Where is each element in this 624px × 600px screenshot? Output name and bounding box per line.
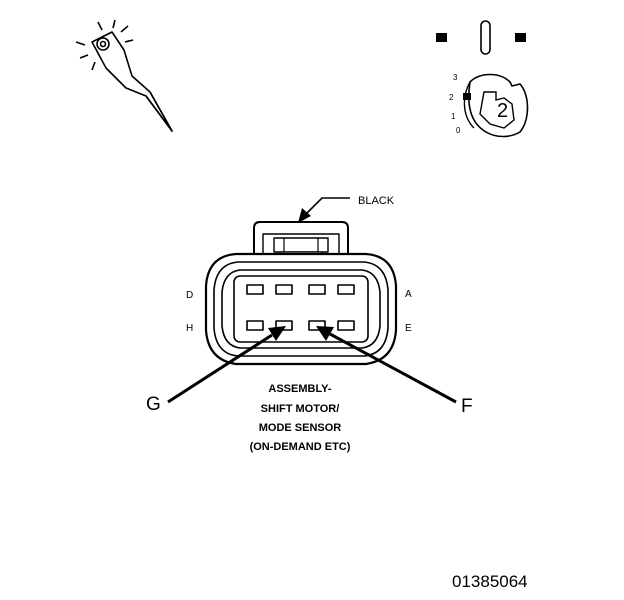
probe-arrow-g xyxy=(167,326,286,404)
pin-label-h: H xyxy=(186,323,193,334)
ignition-position-3: 3 xyxy=(453,73,458,82)
pin-label-d: D xyxy=(186,290,193,301)
pin-cavity-f xyxy=(308,320,326,331)
pin-label-e: E xyxy=(405,323,412,334)
pin-cavity-b xyxy=(308,284,326,295)
connector-face xyxy=(204,221,398,366)
pin-cavity-g xyxy=(275,320,293,331)
pin-cavity-a xyxy=(337,284,355,295)
figure-id: 01385064 xyxy=(452,572,528,591)
ignition-position-0: 0 xyxy=(456,126,461,135)
pin-label-a: A xyxy=(405,289,412,300)
switch-symbol-icon xyxy=(436,20,526,55)
connector-color-label: BLACK xyxy=(358,195,395,207)
callout-g: G xyxy=(146,394,161,415)
test-probe-icon xyxy=(75,19,173,132)
ignition-position-2: 2 xyxy=(449,93,454,102)
callout-f: F xyxy=(461,396,473,417)
component-title: ASSEMBLY- SHIFT MOTOR/ MODE SENSOR (ON-D… xyxy=(250,383,351,453)
pin-cavity-c xyxy=(275,284,293,295)
pin-cavity-d xyxy=(246,284,264,295)
key-position-number: 2 xyxy=(497,100,508,122)
ignition-key-icon: 2 3 2 1 0 xyxy=(449,73,529,138)
title-line-4: (ON-DEMAND ETC) xyxy=(250,441,351,453)
color-callout: BLACK xyxy=(298,195,395,223)
title-line-1: ASSEMBLY- xyxy=(268,383,332,395)
title-line-2: SHIFT MOTOR/ xyxy=(261,403,340,415)
pin-cavity-h xyxy=(246,320,264,331)
ignition-position-1: 1 xyxy=(451,112,456,121)
pin-cavity-e xyxy=(337,320,355,331)
probe-arrow-f xyxy=(316,326,457,404)
key-position-marker xyxy=(463,93,471,100)
title-line-3: MODE SENSOR xyxy=(259,422,342,434)
